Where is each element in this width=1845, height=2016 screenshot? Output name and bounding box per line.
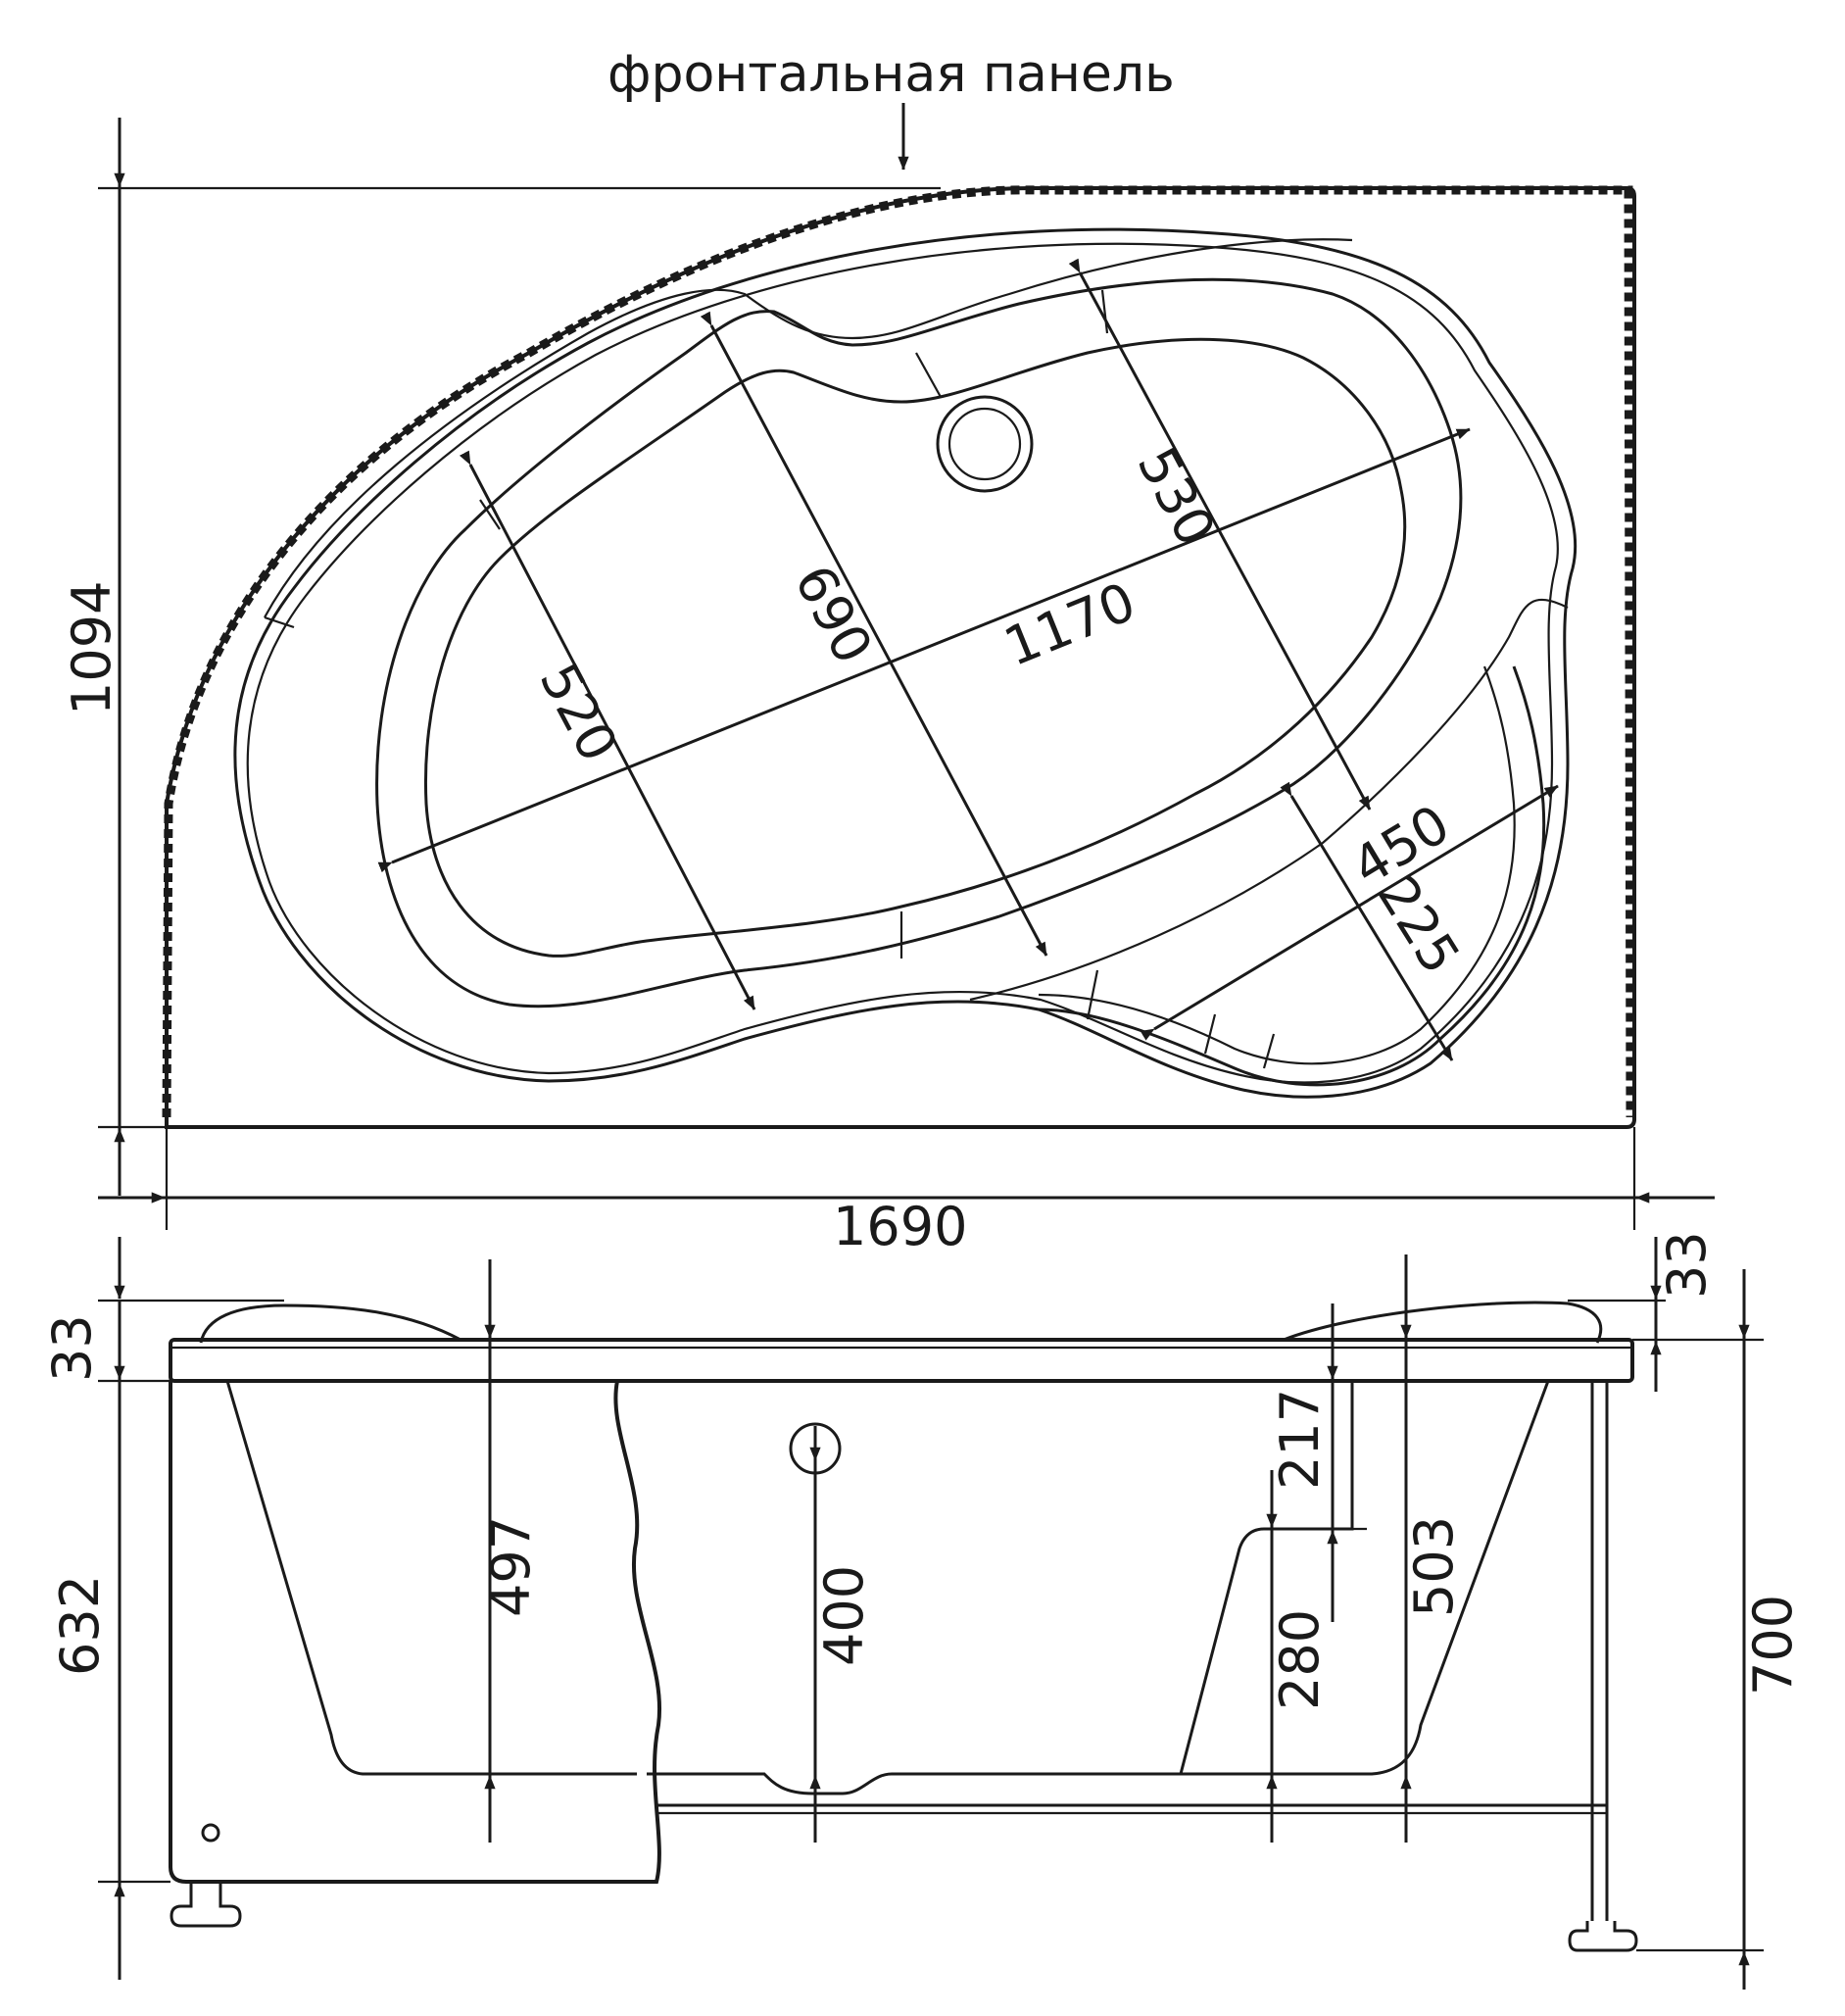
panel-screw	[201, 1823, 220, 1843]
bowl-rim-left	[264, 238, 1353, 618]
label-seat-top: 217	[1269, 1389, 1331, 1490]
label-width-left: 520	[528, 654, 630, 772]
rim-mark	[1262, 1033, 1276, 1069]
bowl-outer-2	[246, 242, 1559, 1084]
bowl-side-left	[225, 1380, 637, 1776]
dim-line-left-width	[459, 450, 756, 1010]
side-view: 33 632 497 400 217 280 503 33 700	[41, 1231, 1804, 1990]
rim-mark	[264, 615, 295, 629]
headrest-left	[199, 1303, 461, 1344]
label-drain-height: 400	[813, 1565, 875, 1666]
dim-line-center-width	[700, 311, 1048, 957]
headrest-right	[1283, 1301, 1603, 1344]
dim-line-right-width	[1068, 258, 1372, 811]
label-width-center: 690	[783, 556, 885, 674]
basin-inner	[423, 337, 1407, 958]
label-length-inner: 1170	[995, 570, 1143, 678]
label-seat-height: 280	[1269, 1609, 1331, 1710]
label-front-height: 632	[49, 1575, 111, 1676]
label-depth-left: 497	[480, 1516, 542, 1617]
rim-mark	[1203, 1013, 1217, 1055]
label-depth-right: 503	[1403, 1516, 1465, 1617]
side-deck	[169, 1338, 1634, 1383]
dim-line-length	[377, 427, 1471, 873]
plan-view: 1094 1690 1170 690 520 530 450 225	[61, 118, 1715, 1257]
front-panel-side	[169, 1380, 662, 1884]
foot-right	[1568, 1921, 1638, 1952]
label-total-height: 700	[1742, 1595, 1804, 1696]
front-panel-dashed	[162, 185, 1635, 1118]
label-depth-total: 1094	[61, 581, 122, 715]
seat-step-side	[1179, 1381, 1354, 1775]
label-width-right: 530	[1126, 438, 1228, 557]
foot-left	[170, 1882, 242, 1928]
drain-circle-inner	[947, 407, 1022, 481]
rim-mark	[1100, 289, 1109, 334]
label-width-total: 1690	[833, 1196, 967, 1257]
drain-circle-outer	[936, 395, 1034, 493]
label-rim-right: 33	[1656, 1231, 1718, 1299]
front-panel-label: фронтальная панель	[607, 45, 1175, 104]
bowl-side-bottom	[647, 1380, 1550, 1795]
rim-mark	[915, 352, 942, 398]
bowl-outer	[233, 227, 1578, 1099]
rim-mark	[1086, 969, 1099, 1020]
dim-line-seat-depth	[1280, 781, 1454, 1061]
label-rim-left: 33	[41, 1314, 103, 1382]
